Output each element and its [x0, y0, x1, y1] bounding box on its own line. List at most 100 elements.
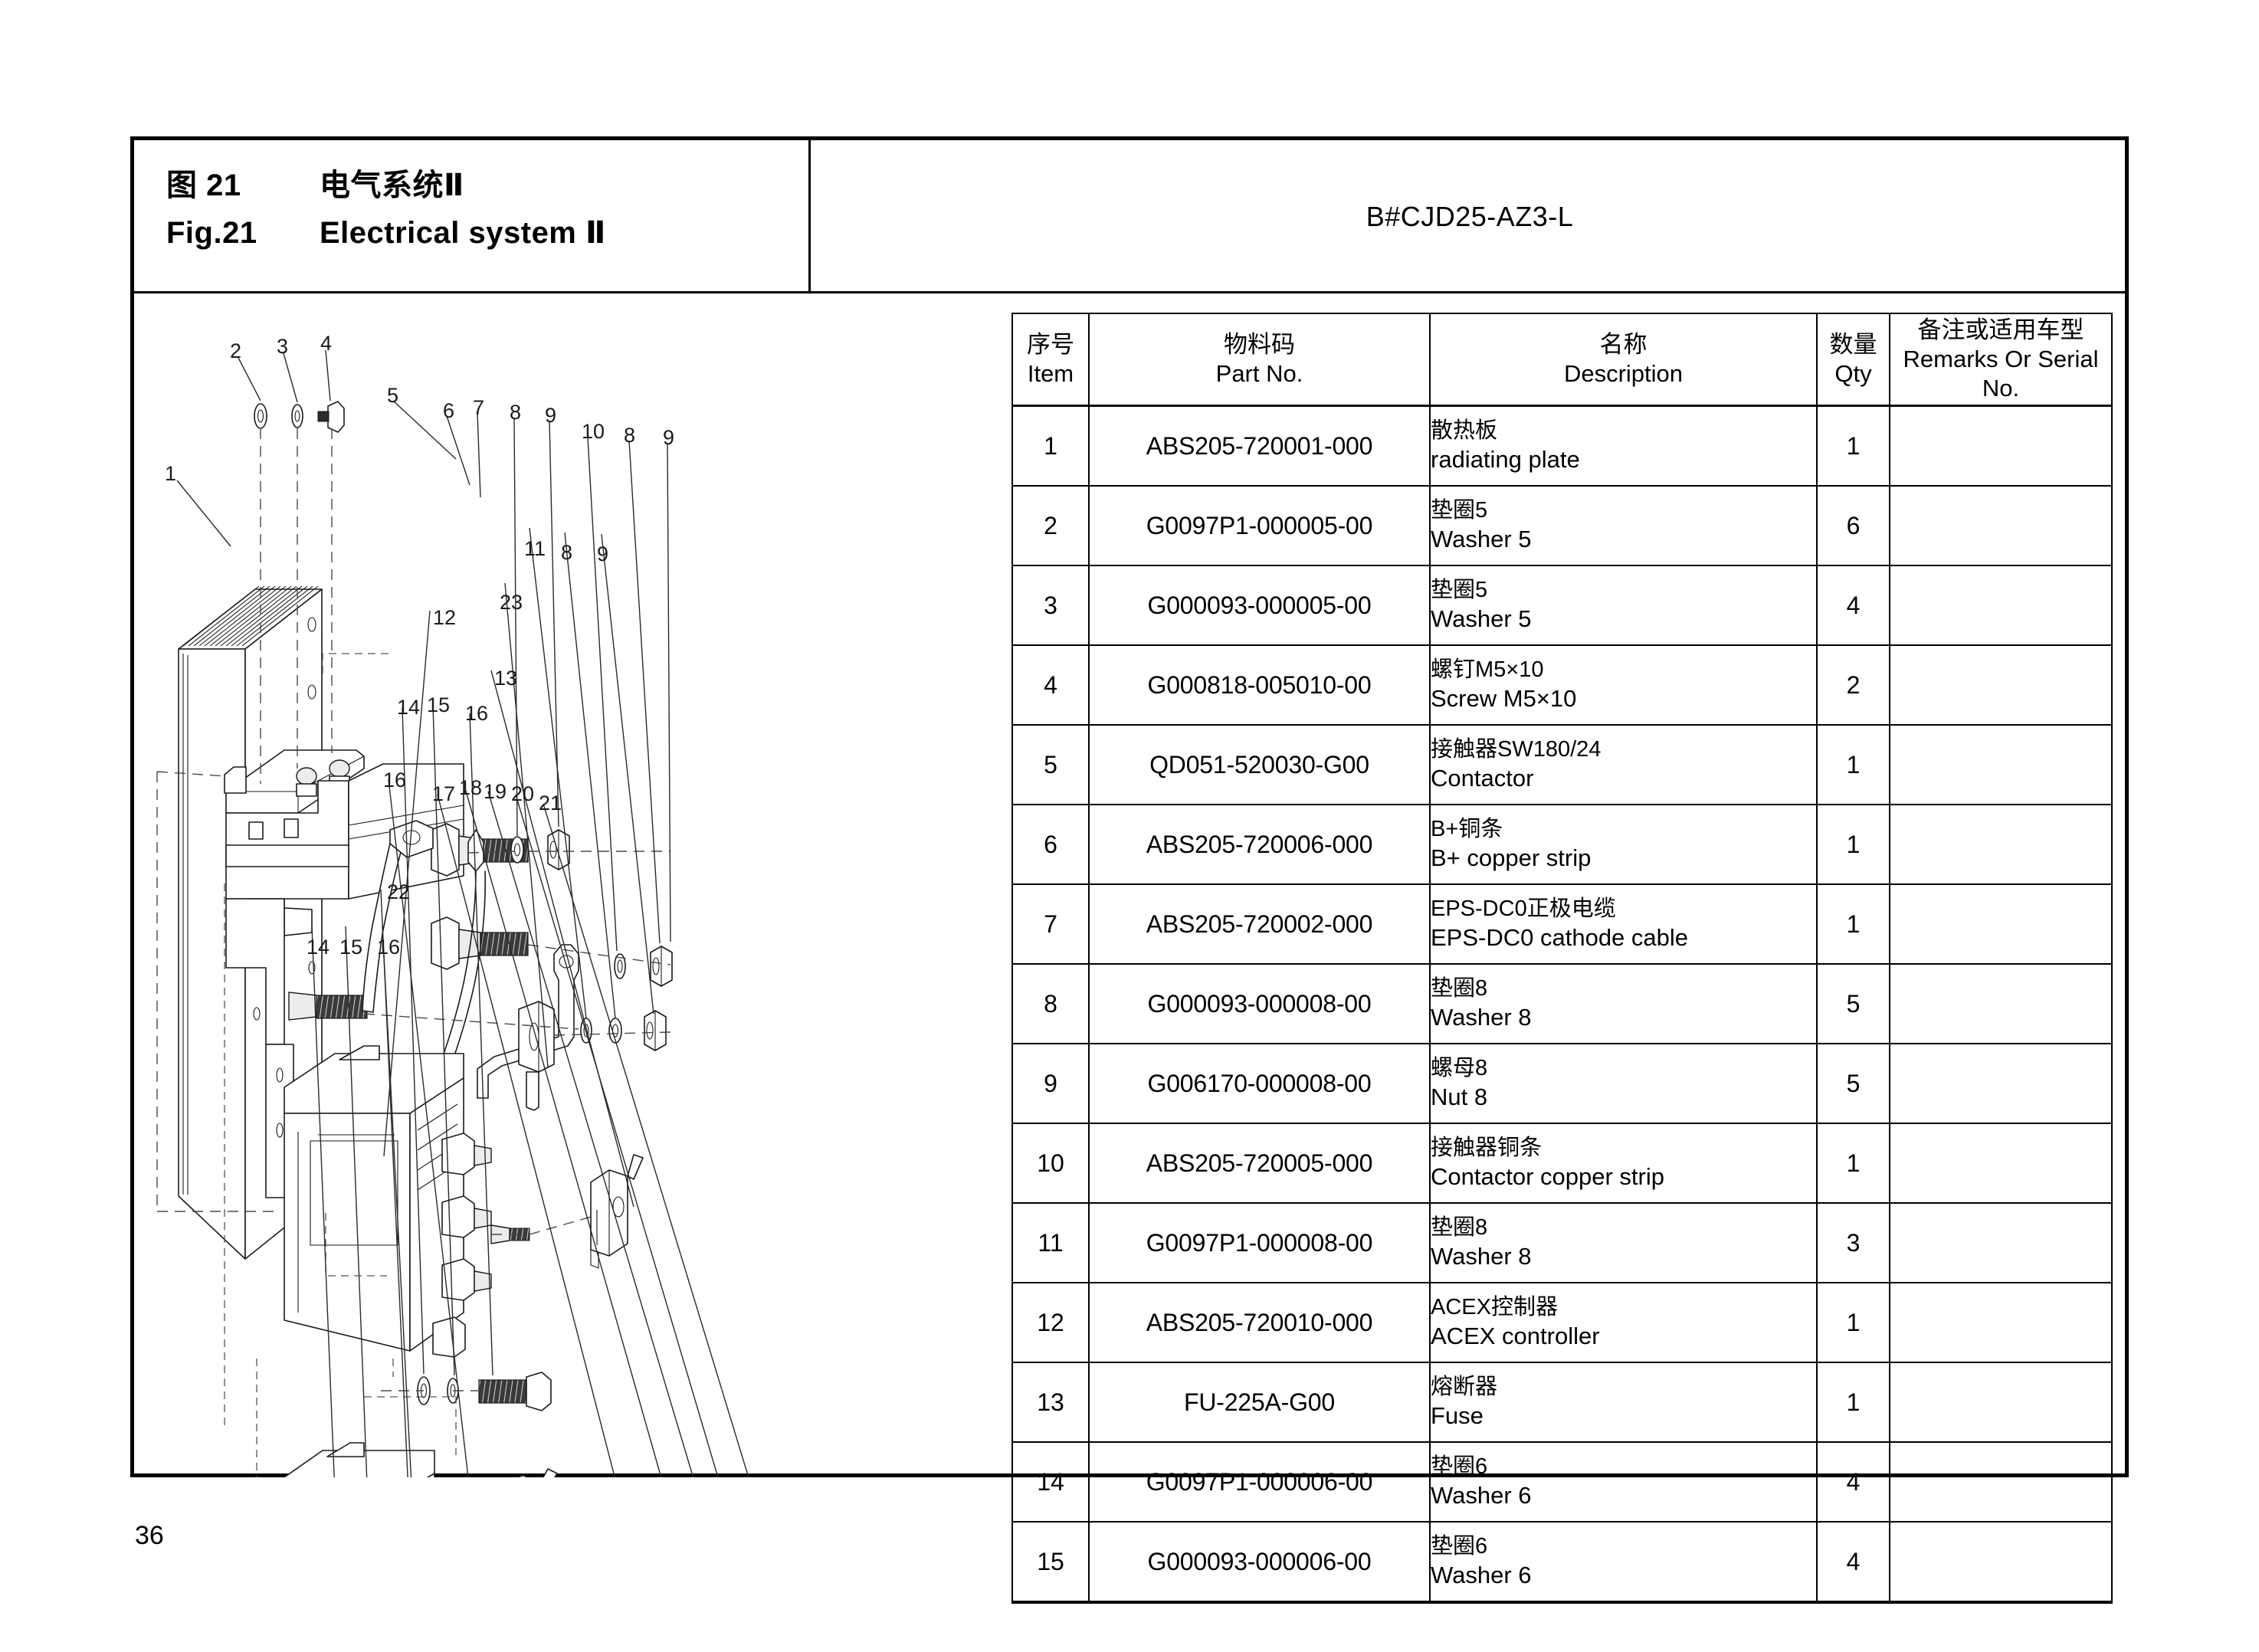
- description-cn: 螺母8: [1431, 1055, 1488, 1080]
- header-remarks-cn: 备注或适用车型: [1917, 316, 2084, 344]
- callout-number: 15: [339, 936, 363, 959]
- cell-remarks: [1889, 485, 2113, 566]
- callout-number: 8: [624, 424, 636, 447]
- washer-bolt-group-mid: [417, 1372, 552, 1411]
- description-en: B+ copper strip: [1431, 844, 1592, 871]
- cell-part-no: ABS205-720010-000: [1088, 1282, 1431, 1363]
- header-part-no: 物料码 Part No.: [1088, 313, 1431, 407]
- description-en: Screw M5×10: [1431, 684, 1577, 712]
- header-qty-en: Qty: [1834, 360, 1872, 387]
- callout-number: 6: [443, 399, 455, 422]
- header-remarks: 备注或适用车型 Remarks Or Serial No.: [1889, 313, 2113, 407]
- description-en: EPS-DC0 cathode cable: [1431, 923, 1689, 951]
- contactor-copper-strip-part: [477, 944, 579, 1099]
- parts-table: 序号 Item 物料码 Part No. 名称 Description: [1011, 313, 2113, 1604]
- cell-item: 10: [1011, 1123, 1090, 1204]
- cell-part-no: G000093-000006-00: [1088, 1521, 1431, 1604]
- cell-remarks: [1889, 804, 2113, 885]
- cell-item: 11: [1011, 1202, 1090, 1283]
- figure-name-cn: 电气系统Ⅱ: [320, 169, 464, 202]
- callout-number: 18: [459, 776, 483, 799]
- cell-item: 3: [1011, 565, 1090, 646]
- header-item-cn: 序号: [1027, 331, 1074, 359]
- cell-part-no: ABS205-720006-000: [1088, 804, 1431, 885]
- cell-remarks: [1889, 1441, 2113, 1523]
- cell-qty: 1: [1816, 1123, 1890, 1204]
- figure-number-en: Fig.21: [166, 216, 257, 250]
- lower-controller-part: [283, 1442, 435, 1477]
- cell-item: 5: [1011, 724, 1090, 805]
- header-item: 序号 Item: [1011, 313, 1090, 407]
- parts-table-head: 序号 Item 物料码 Part No. 名称 Description: [1011, 313, 2113, 407]
- header-description: 名称 Description: [1429, 313, 1818, 407]
- acex-controller-part: [284, 1045, 530, 1358]
- cell-item: 9: [1011, 1043, 1090, 1124]
- cell-item: 2: [1011, 485, 1090, 566]
- cell-remarks: [1889, 963, 2113, 1044]
- description-cn: 垫圈6: [1431, 1533, 1488, 1559]
- header-remarks-en: Remarks Or Serial No.: [1903, 346, 2099, 402]
- cell-qty: 1: [1816, 405, 1890, 487]
- callout-number: 16: [383, 769, 407, 792]
- cell-part-no: G0097P1-000008-00: [1088, 1202, 1431, 1283]
- callout-number: 14: [397, 696, 421, 719]
- cell-item: 8: [1011, 963, 1090, 1044]
- bracket-and-hardware-group: [517, 1468, 558, 1477]
- cell-item: 1: [1011, 405, 1090, 487]
- cell-remarks: [1889, 405, 2113, 487]
- cell-qty: 6: [1816, 485, 1890, 566]
- callout-number: 16: [377, 936, 401, 959]
- callout-number: 15: [427, 693, 451, 716]
- description-en: Washer 6: [1431, 1561, 1532, 1588]
- fuse-bar-part: [518, 1001, 555, 1111]
- description-cn: 螺钉M5×10: [1431, 657, 1544, 682]
- cell-qty: 1: [1816, 1282, 1890, 1363]
- description-cn: EPS-DC0正极电缆: [1431, 896, 1616, 921]
- callout-number: 7: [473, 396, 485, 419]
- figure-title-cn: 图 21 电气系统Ⅱ: [166, 160, 795, 205]
- description-en: Washer 5: [1431, 525, 1532, 552]
- callout-number: 21: [539, 792, 562, 815]
- fuse-part: [590, 1154, 644, 1269]
- washer-nut-row-middle: [614, 946, 673, 987]
- cell-item: 14: [1011, 1441, 1090, 1523]
- cell-qty: 2: [1816, 644, 1890, 726]
- parts-table-pane: 序号 Item 物料码 Part No. 名称 Description: [1011, 293, 2126, 1604]
- callout-number: 11: [524, 537, 546, 560]
- contactor-terminal-lower: [431, 916, 529, 970]
- callout-number: 8: [561, 541, 573, 564]
- callout-number: 5: [387, 384, 399, 407]
- callout-number: 4: [320, 332, 333, 355]
- cell-qty: 4: [1816, 1521, 1890, 1604]
- cell-remarks: [1889, 644, 2113, 726]
- callout-leader-lines: [176, 349, 749, 1477]
- model-number: B#CJD25-AZ3-L: [1366, 201, 1574, 232]
- cell-qty: 4: [1816, 1441, 1890, 1523]
- cell-qty: 5: [1816, 963, 1890, 1044]
- callout-number: 1: [165, 462, 177, 485]
- cell-part-no: G000093-000008-00: [1088, 963, 1431, 1044]
- callout-number: 14: [307, 936, 330, 959]
- callout-number: 20: [511, 782, 535, 805]
- callout-number: 9: [545, 404, 557, 427]
- description-cn: 垫圈5: [1431, 577, 1488, 602]
- cell-qty: 3: [1816, 1202, 1890, 1283]
